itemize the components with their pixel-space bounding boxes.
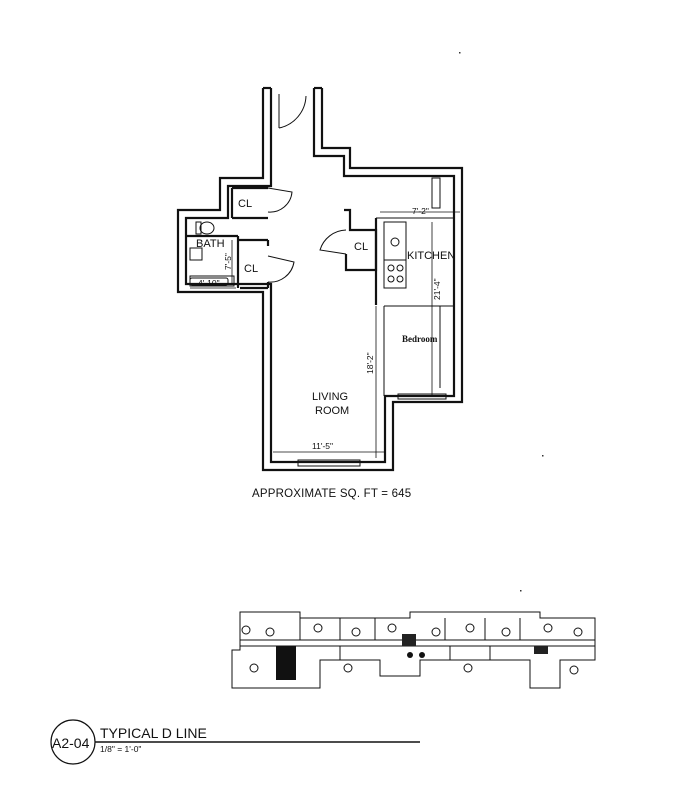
closet-top-label: CL: [238, 198, 252, 210]
sheet-number: A2-04: [52, 735, 90, 751]
bath-label: BATH: [196, 238, 225, 250]
closet-kitchen: [319, 208, 378, 272]
bathroom: [186, 221, 240, 288]
closet-middle: [238, 238, 295, 290]
living-depth-dimension: 18'-2": [365, 352, 375, 374]
bath-width-dimension: 4'-10": [198, 278, 220, 288]
living-width-dimension: 11'-5": [312, 441, 333, 451]
title-block: A2-04 TYPICAL D LINE 1/8" = 1'-0": [50, 719, 420, 765]
bath-height-dimension: 7'-5": [223, 253, 233, 270]
approximate-area: APPROXIMATE SQ. FT = 645: [252, 488, 412, 500]
drawing-title: TYPICAL D LINE: [100, 725, 207, 741]
drawing-scale: 1/8" = 1'-0": [100, 744, 141, 754]
living-label-line1: LIVING: [312, 391, 348, 403]
kitchen-label: KITCHEN: [407, 250, 455, 262]
closet-middle-label: CL: [244, 263, 258, 275]
closet-top: [230, 186, 293, 220]
kitchen-fixtures: [374, 217, 454, 396]
kitchen-depth-dimension: 21'-4": [432, 278, 442, 300]
entry-door: [278, 94, 307, 129]
dimension-lines: [190, 211, 460, 458]
windows: [297, 177, 447, 467]
kitchen-width-dimension: 7'-2": [412, 206, 429, 216]
living-label-line2: ROOM: [315, 405, 349, 417]
exterior-walls: [176, 86, 464, 472]
paper-specks: [459, 52, 544, 592]
key-plan: [231, 611, 596, 689]
bedroom-label: Bedroom: [402, 334, 438, 344]
closet-kitchen-label: CL: [354, 241, 368, 253]
